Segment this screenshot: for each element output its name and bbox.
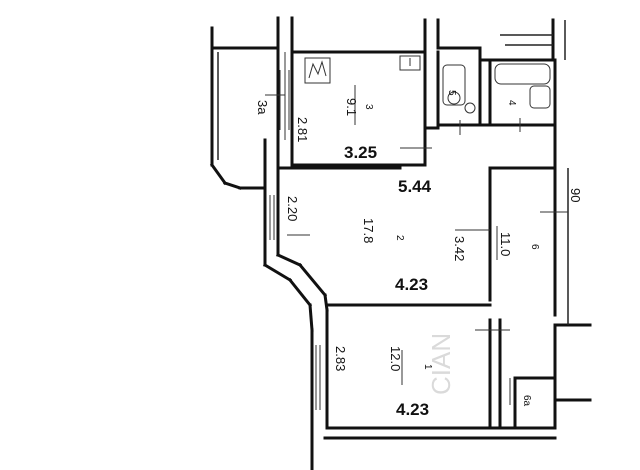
room-width-2: 2.20 [285,196,300,221]
room-number-6: 6 [529,244,540,250]
room-number-6a: 6а [521,395,532,407]
watermark: CIAN [426,333,456,395]
room-number-2: 2 [394,235,405,241]
room-area-1: 12.0 [388,346,403,371]
room-number-3: 3 [363,104,374,110]
room-width-3: 2.81 [295,117,310,142]
window-marks [269,70,321,410]
room-lower-2: 4.23 [395,275,428,294]
bath-sink-icon [529,85,551,109]
toilet-icon [442,64,466,106]
room-area-2: 17.8 [361,218,376,243]
room-length-1: 4.23 [396,400,429,419]
fixtures [304,55,551,114]
bathtub-icon [494,63,551,85]
room-width-1: 2.83 [333,346,348,371]
walls [209,16,592,470]
room-number-1: 1 [422,364,433,370]
dimension-lines [265,85,568,405]
electrical-panel-icon [304,57,331,84]
room-length-2: 5.44 [398,177,432,196]
room-number-5: 5 [446,90,457,96]
room-area-3: 9.1 [344,98,359,116]
washbasin-icon [464,102,476,114]
room-extra-6: 90 [568,188,583,202]
room-labels: 3а 3 9.1 2.81 3.25 5 4 5.44 2.20 17.8 2 … [255,90,583,419]
sink-icon [399,55,421,71]
zigzag-icon [308,60,327,79]
room-length-3: 3.25 [344,143,377,162]
room-number-3a: 3а [255,100,270,115]
room-depth-2: 3.42 [452,236,467,261]
room-number-4: 4 [506,100,517,106]
room-area-6: 11.0 [498,232,513,256]
